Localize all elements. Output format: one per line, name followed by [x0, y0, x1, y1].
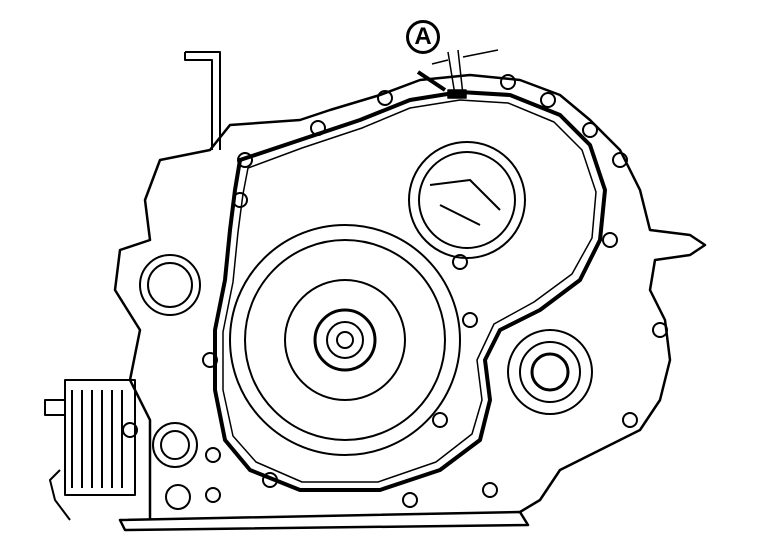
oil-pan	[118, 510, 530, 532]
output-shaft	[507, 329, 593, 415]
gasket-inner-line	[222, 99, 597, 483]
callout-dimension	[416, 49, 499, 99]
bolt-bosses	[122, 74, 668, 508]
housing-outline	[113, 73, 707, 520]
gasket-line	[213, 90, 607, 492]
upper-drum	[408, 141, 526, 259]
left-port	[139, 254, 201, 316]
bracket	[184, 51, 221, 150]
callout-label-a: A	[406, 20, 440, 54]
drain-plug	[152, 422, 198, 510]
oil-cooler	[44, 379, 136, 521]
main-drum	[229, 224, 461, 456]
